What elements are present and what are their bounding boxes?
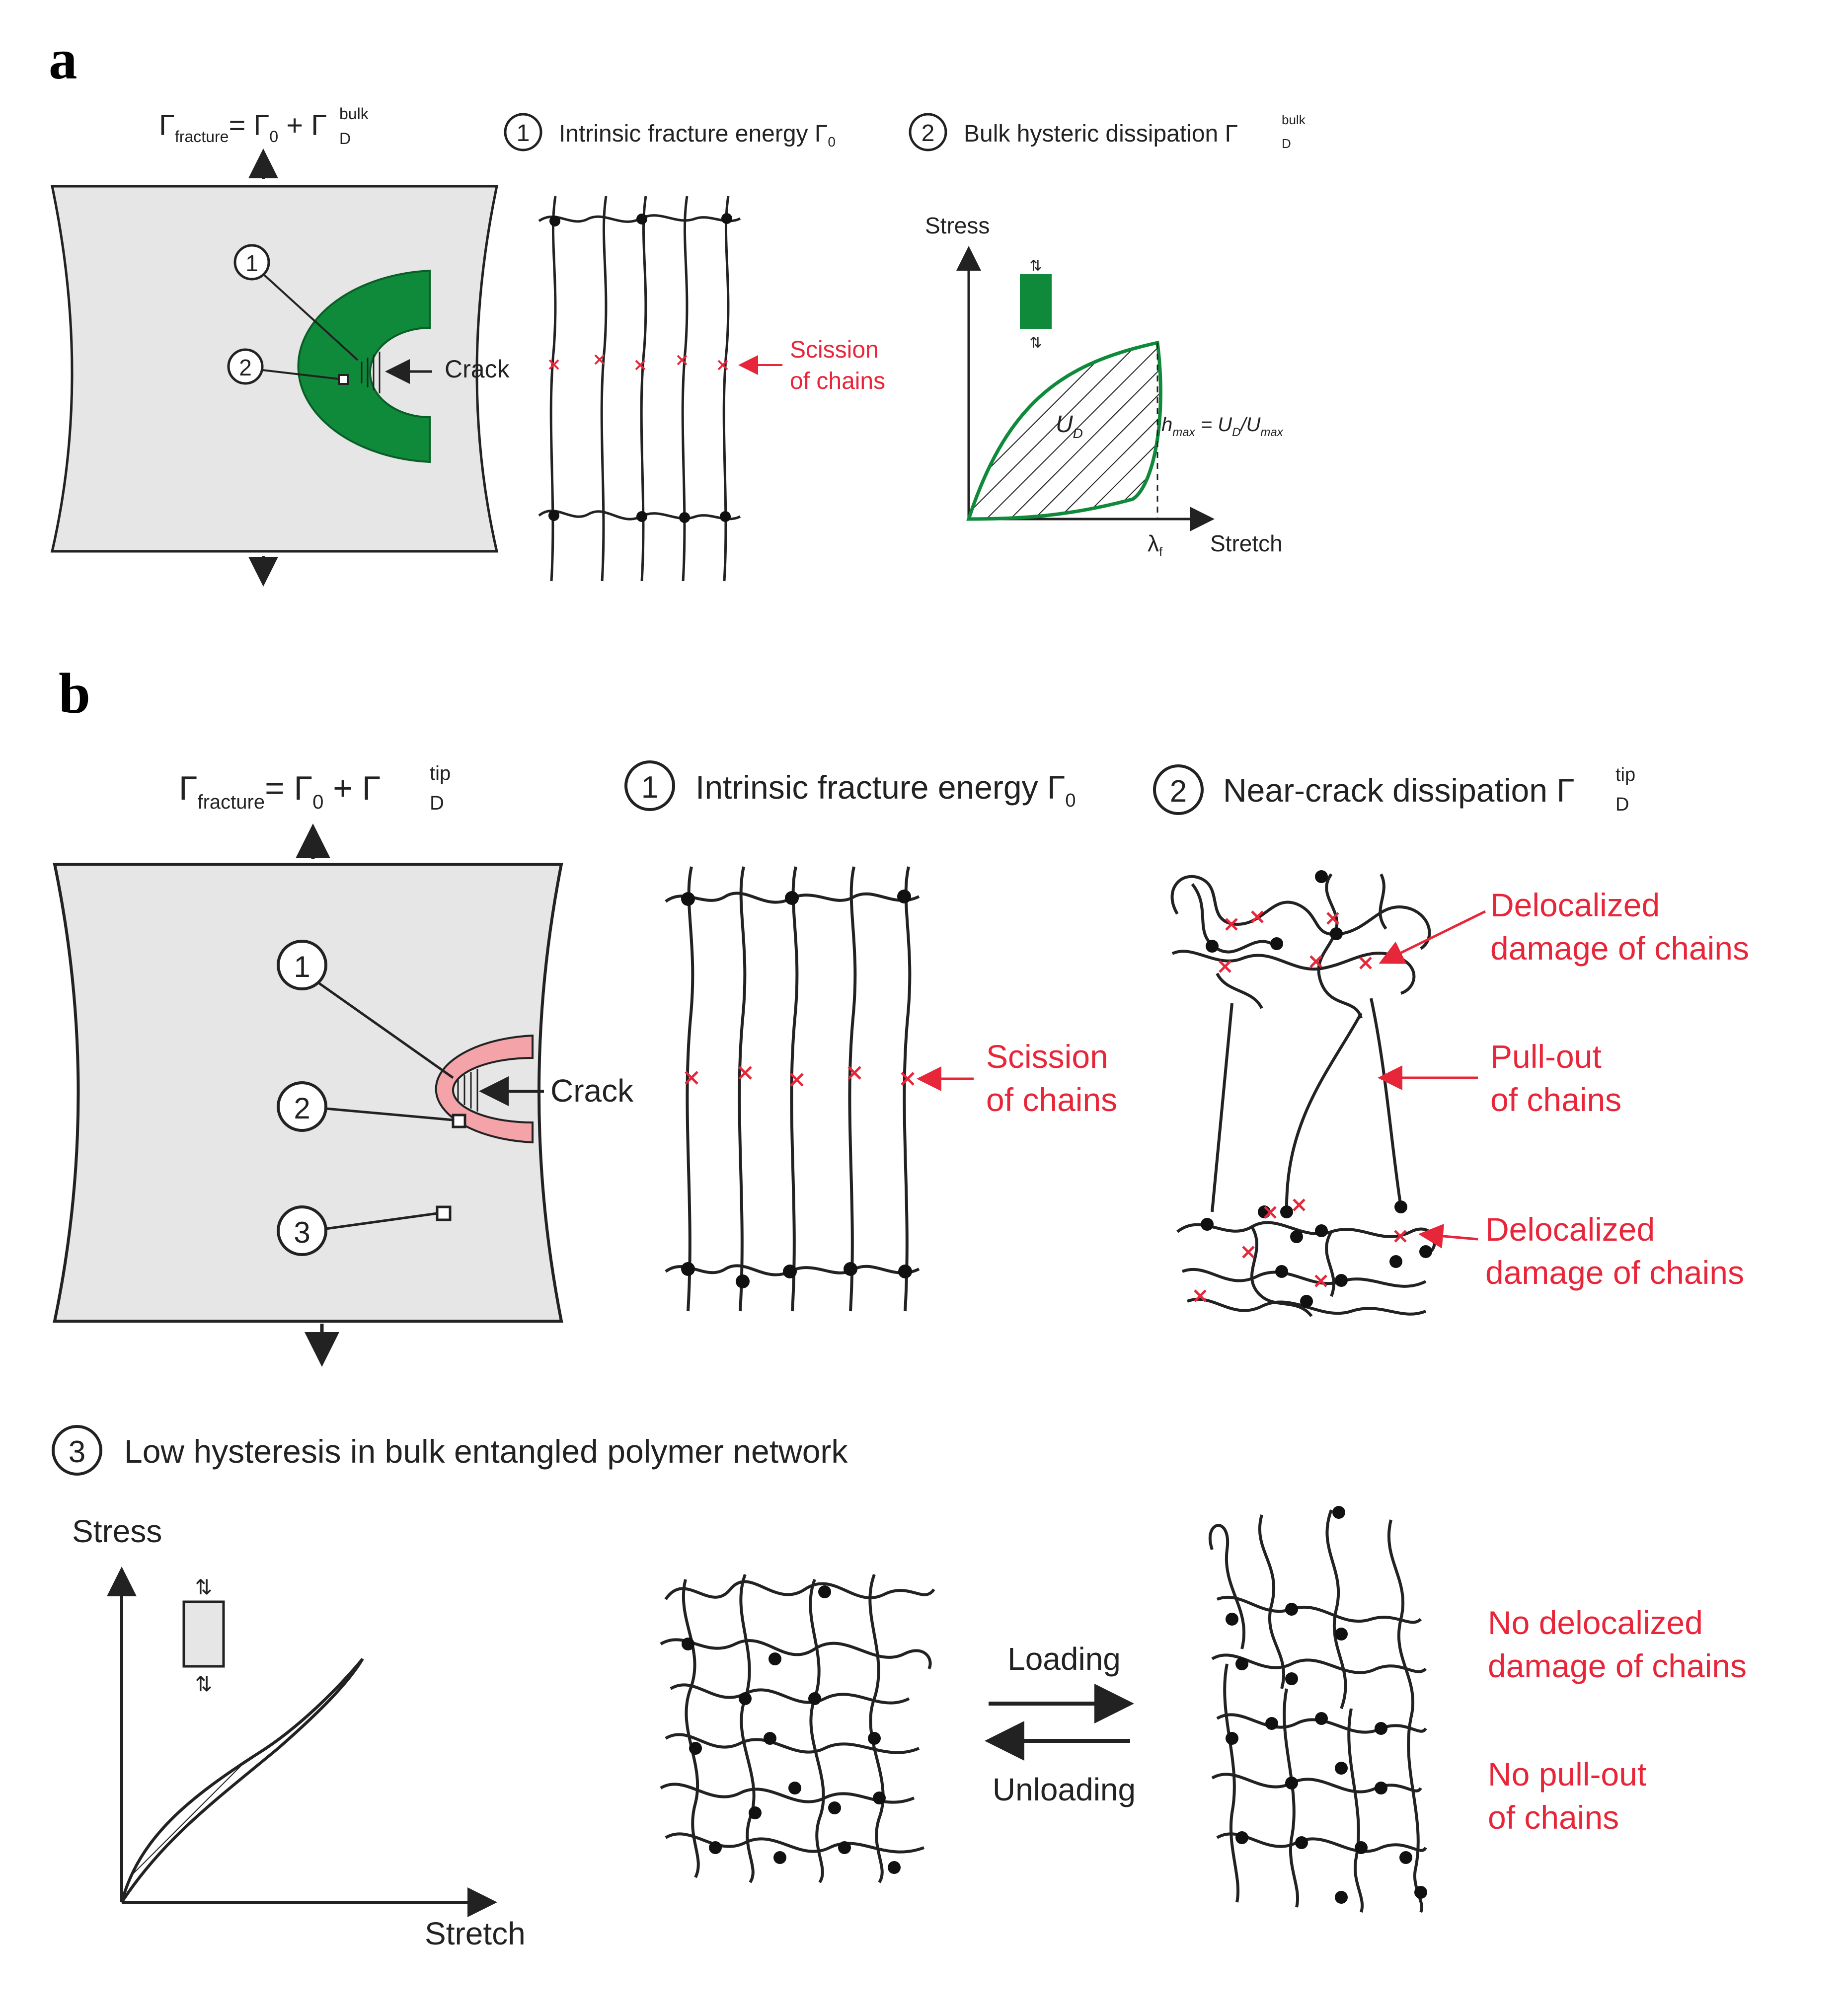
no-damage-label-1: No delocalized [1488, 1604, 1703, 1641]
no-pullout-label-1: No pull-out [1488, 1756, 1646, 1792]
svg-text:2: 2 [1170, 774, 1187, 809]
delocalized-damage-marks [1194, 910, 1407, 1302]
svg-text:D: D [1615, 794, 1629, 815]
panel-b-equation: Γfracture= Γ0 + Γ tip D [179, 762, 451, 814]
unloading-label: Unloading [993, 1772, 1136, 1807]
crack-tip-hatch [361, 352, 381, 393]
hysteresis-plot-a: ⇅ ⇅ [956, 246, 1215, 531]
ratio-label-a: hmax = UD/Umax [1161, 414, 1284, 439]
heading-3-b: 3 Low hysteresis in bulk entangled polym… [52, 1425, 848, 1476]
chain-network-a [538, 196, 741, 582]
svg-text:⇅: ⇅ [195, 1672, 212, 1696]
svg-text:⇅: ⇅ [1029, 335, 1042, 351]
svg-text:3: 3 [294, 1216, 310, 1249]
hysteresis-loop-a [966, 340, 1162, 521]
svg-text:tip: tip [1615, 764, 1635, 785]
svg-text:1: 1 [641, 770, 658, 805]
svg-text:3: 3 [69, 1435, 85, 1469]
svg-text:2: 2 [294, 1092, 310, 1125]
svg-text:bulk: bulk [339, 105, 369, 123]
damage-top-label-2: damage of chains [1490, 930, 1749, 967]
no-pullout-label-2: of chains [1488, 1799, 1619, 1836]
plot-a-ylabel: Stress [925, 213, 990, 238]
crack-label-b: Crack [550, 1073, 634, 1109]
svg-text:tip: tip [430, 762, 451, 784]
crosslinks-b [681, 890, 912, 1288]
pullout-label-1: Pull-out [1490, 1038, 1602, 1075]
svg-text:D: D [339, 130, 351, 148]
svg-text:D: D [430, 792, 444, 814]
svg-text:Intrinsic fracture energy Γ0: Intrinsic fracture energy Γ0 [559, 121, 836, 149]
scission-marks-b [685, 1066, 915, 1087]
heading-2-a: 2 Bulk hysteric dissipation Γ bulk D [909, 112, 1306, 151]
scission-marks-a [548, 354, 728, 371]
entangled-network-loaded [1208, 1509, 1427, 1913]
pullout-label-2: of chains [1490, 1081, 1621, 1118]
damage-top-label-1: Delocalized [1490, 887, 1660, 923]
svg-text:1: 1 [245, 250, 258, 276]
heading-1-a: 1 Intrinsic fracture energy Γ0 [504, 113, 836, 151]
plot-b-xlabel: Stretch [425, 1916, 526, 1951]
marker-3-b: 3 [277, 1205, 452, 1256]
svg-text:bulk: bulk [1282, 112, 1306, 127]
scission-label-b-2: of chains [986, 1081, 1117, 1118]
chain-network-b [665, 866, 920, 1312]
svg-text:Bulk hysteric dissipation Γ: Bulk hysteric dissipation Γ [964, 121, 1238, 147]
panel-a-equation: Γfracture= Γ0 + Γ bulk D [159, 105, 369, 148]
scission-label-a-2: of chains [790, 368, 885, 394]
panel-a-label: a [49, 28, 77, 91]
marker-2-a: 2 [227, 348, 349, 385]
damage-bottom-label-2: damage of chains [1485, 1254, 1744, 1291]
panel-b-label: b [59, 662, 90, 725]
scission-label-a-1: Scission [790, 337, 879, 363]
crack-tip-hatch-b [457, 1069, 478, 1112]
svg-text:Near-crack dissipation Γ: Near-crack dissipation Γ [1223, 772, 1575, 809]
entangled-crosslinks-loaded [1226, 1506, 1427, 1904]
svg-text:Intrinsic fracture energy Γ0: Intrinsic fracture energy Γ0 [695, 769, 1076, 811]
entangled-network-unloaded [660, 1573, 935, 1883]
no-damage-label-2: damage of chains [1488, 1647, 1747, 1684]
heading-2-b: 2 Near-crack dissipation Γ tip D [1153, 764, 1635, 815]
svg-text:Γfracture= Γ0 + Γ: Γfracture= Γ0 + Γ [159, 109, 327, 146]
sample-icon-b [182, 1600, 225, 1668]
svg-text:D: D [1282, 136, 1291, 151]
marker-1-b: 1 [277, 940, 454, 1079]
svg-text:Low hysteresis in bulk entangl: Low hysteresis in bulk entangled polymer… [124, 1433, 848, 1470]
svg-text:⇅: ⇅ [195, 1575, 212, 1599]
damage-bottom-label-1: Delocalized [1485, 1211, 1655, 1248]
crosslinks-a [548, 213, 732, 523]
loading-label: Loading [1007, 1641, 1121, 1677]
heading-1-b: 1 Intrinsic fracture energy Γ0 [624, 760, 1076, 811]
plot-a-xlabel: Stretch [1210, 530, 1283, 556]
svg-text:1: 1 [517, 120, 530, 147]
lambda-label-a: λf [1148, 530, 1163, 559]
svg-text:2: 2 [922, 120, 935, 147]
marker-1-a: 1 [233, 244, 359, 361]
plot-b-ylabel: Stress [72, 1513, 162, 1549]
svg-text:Γfracture= Γ0 + Γ: Γfracture= Γ0 + Γ [179, 769, 381, 813]
specimen-a [50, 185, 499, 553]
low-hysteresis-plot: ⇅ ⇅ [107, 1567, 497, 1917]
scission-label-b-1: Scission [986, 1038, 1108, 1075]
near-crack-crosslinks [1201, 870, 1432, 1308]
area-label-a: UD [1056, 411, 1083, 441]
damage-top-arrow [1379, 910, 1486, 964]
crack-label-a: Crack [445, 355, 510, 383]
svg-text:2: 2 [239, 355, 252, 380]
sample-icon-a [1020, 274, 1052, 329]
entangled-crosslinks-unloaded [682, 1585, 901, 1874]
low-hysteresis-loop [120, 1658, 364, 1903]
svg-text:⇅: ⇅ [1029, 258, 1042, 274]
svg-text:1: 1 [294, 950, 310, 983]
damage-bottom-arrow [1418, 1223, 1478, 1249]
marker-2-b: 2 [277, 1081, 466, 1132]
